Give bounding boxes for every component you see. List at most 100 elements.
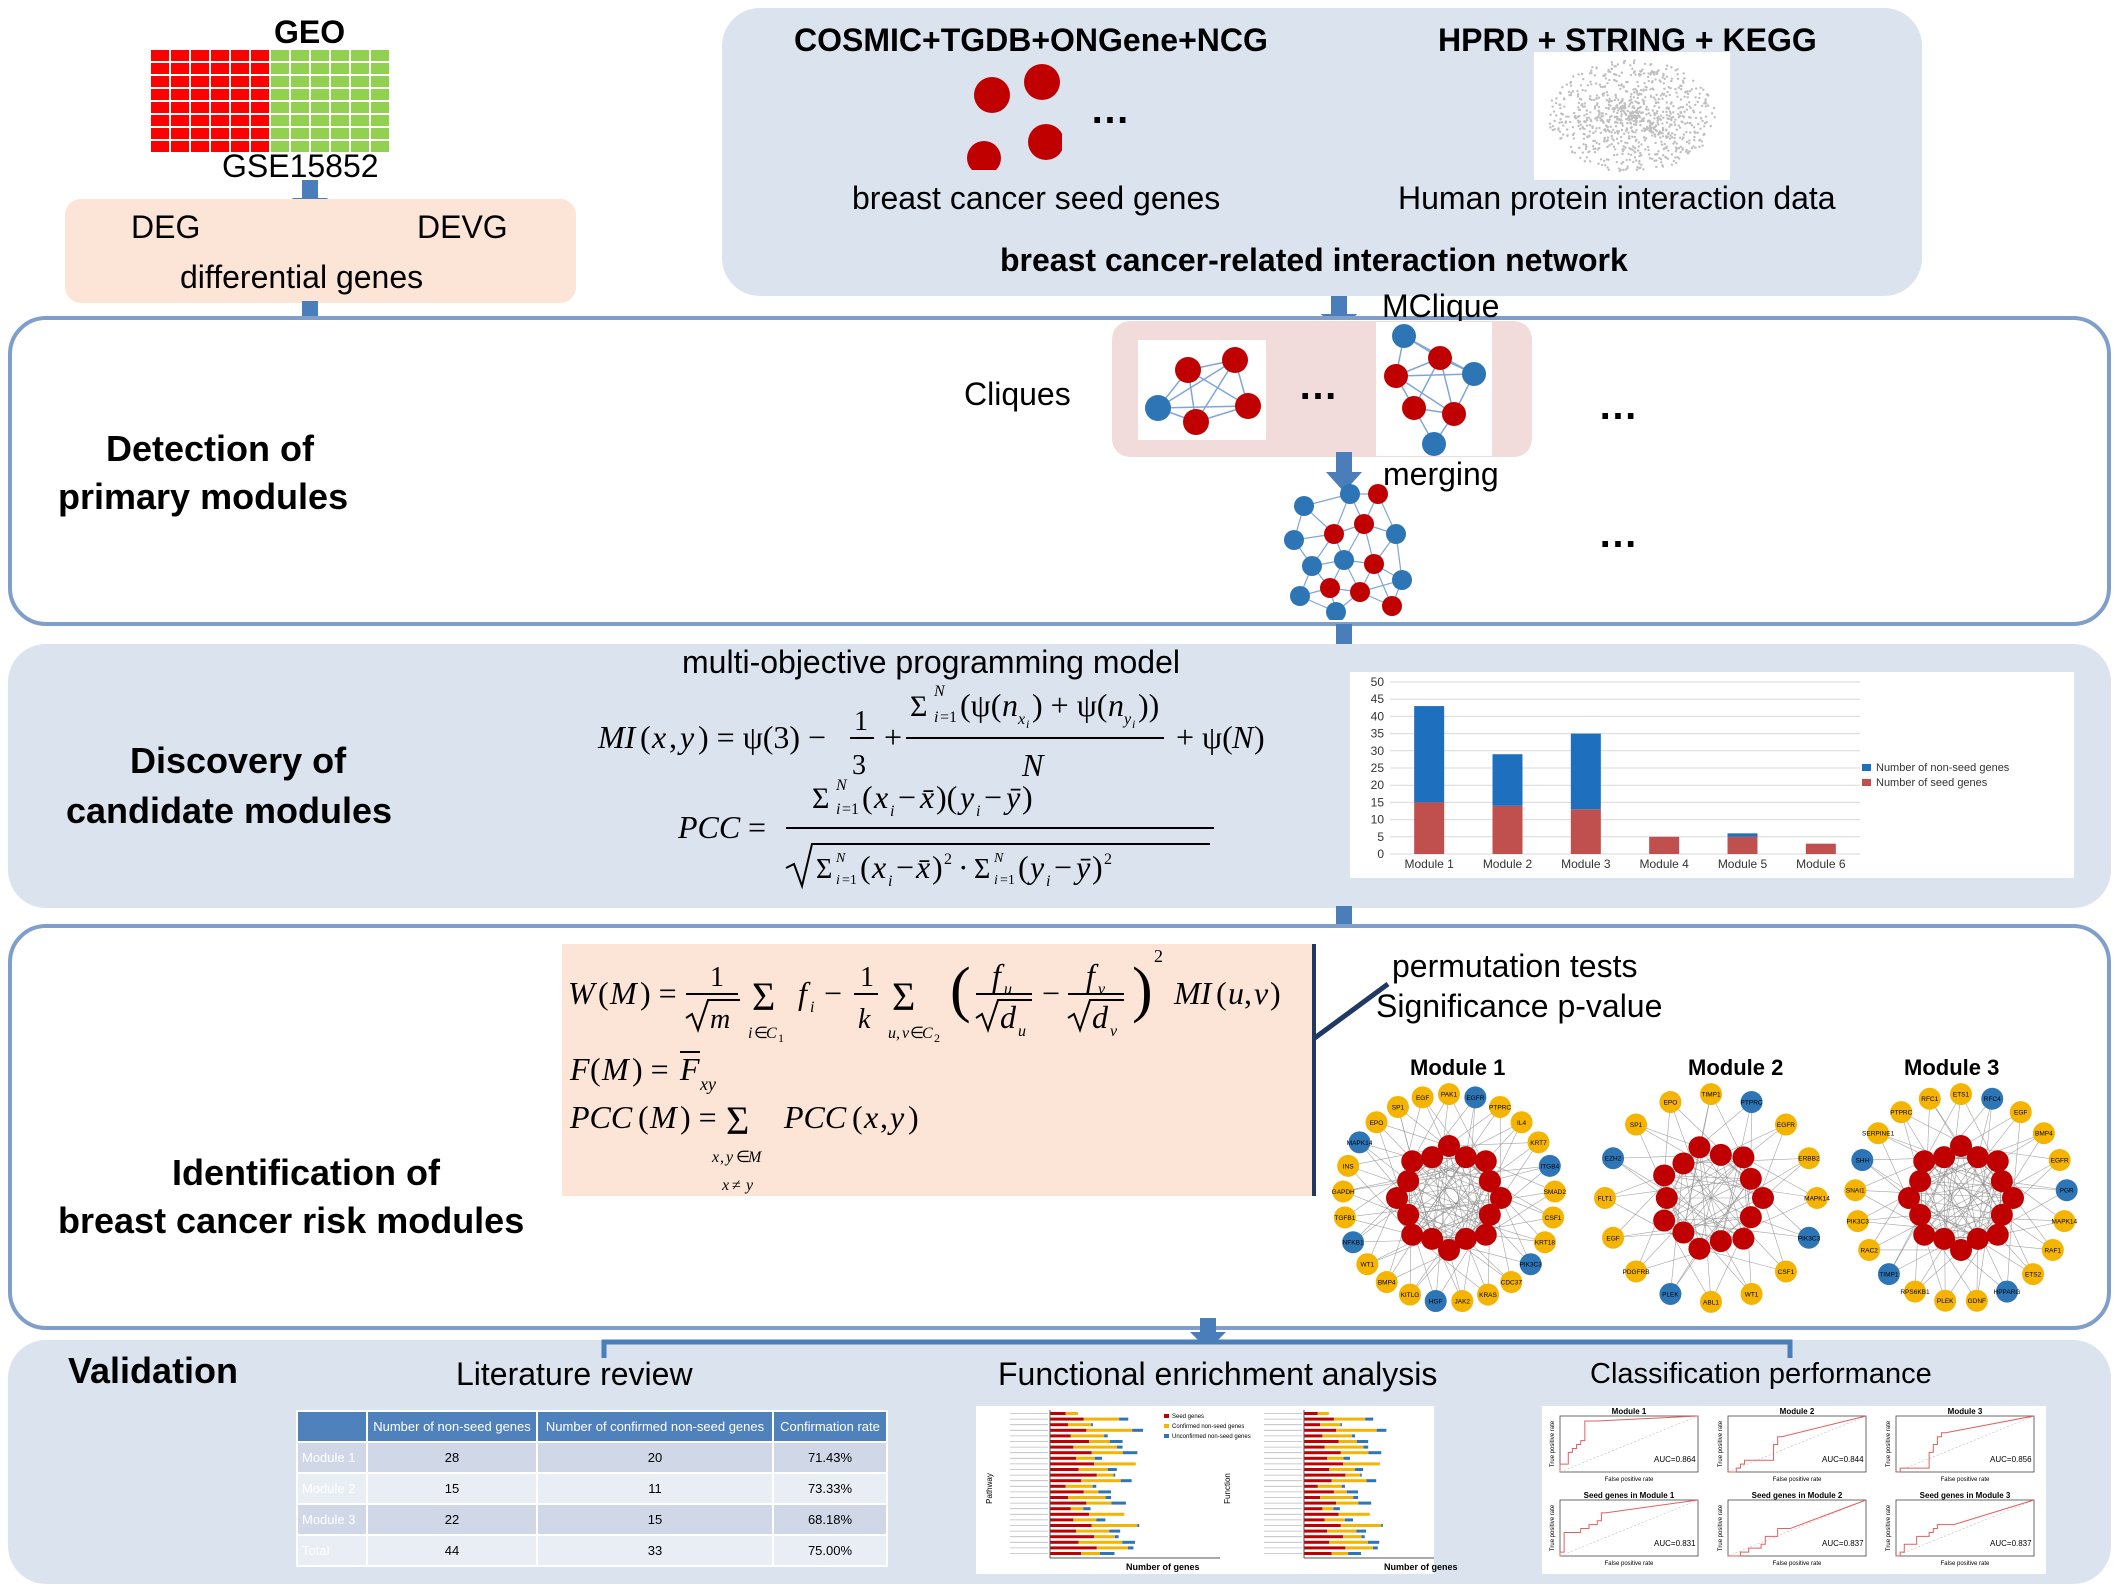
- gene-label: WT1: [1745, 1291, 1759, 1298]
- enrich-bar: [1107, 1468, 1117, 1471]
- svg-text:ȳ: ȳ: [1003, 779, 1021, 815]
- seed-gene-node: [1655, 1187, 1678, 1209]
- seed-gene-node: [1653, 1164, 1676, 1187]
- roc-title: Module 2: [1780, 1407, 1815, 1416]
- gene-label: SNAI1: [1846, 1188, 1865, 1195]
- svg-text:N: N: [933, 683, 946, 700]
- network-node: [1340, 484, 1360, 504]
- svg-text:,: ,: [669, 719, 677, 755]
- svg-text:(: (: [860, 849, 871, 885]
- validation-bracket: [601, 1339, 1793, 1358]
- svg-text:i: i: [976, 803, 980, 820]
- svg-text:i: i: [748, 1025, 752, 1042]
- seed-gene-node: [1933, 1227, 1956, 1250]
- roc-y-label: True positive rate: [1550, 1420, 1556, 1467]
- gene-node: [1981, 1087, 2004, 1110]
- enrich-bar: [1050, 1412, 1066, 1415]
- roc-frame: [1559, 1499, 1699, 1557]
- enrich-bar: [1304, 1490, 1334, 1494]
- heatmap-cell: [291, 89, 309, 100]
- auc-label: AUC=0.844: [1822, 1455, 1864, 1464]
- enrich-bar: [1322, 1434, 1352, 1438]
- heatmap-cell: [351, 50, 369, 61]
- enrich-bar: [1050, 1468, 1079, 1471]
- x-tick-label: Module 3: [1561, 857, 1611, 871]
- seed-gene-node: [1401, 1150, 1424, 1173]
- gene-label: RAC2: [1861, 1247, 1879, 1254]
- roc-y-label: True positive rate: [1718, 1504, 1724, 1551]
- svg-text:1: 1: [854, 706, 868, 737]
- heatmap-cell: [331, 128, 349, 139]
- heatmap-cell: [291, 115, 309, 126]
- enrich-bar: [1340, 1451, 1369, 1455]
- svg-text:(: (: [862, 779, 873, 815]
- svg-text:∈: ∈: [754, 1025, 768, 1042]
- svg-text:i: i: [994, 873, 998, 888]
- enrich-bar: [1050, 1529, 1076, 1533]
- heatmap-cell: [151, 115, 169, 126]
- svg-text:): ): [1270, 975, 1281, 1011]
- gene-node: [1519, 1253, 1542, 1276]
- gene-label: PDGFRB: [1622, 1269, 1649, 1276]
- enrich-bar: [1073, 1518, 1097, 1522]
- heatmap-cell: [191, 50, 209, 61]
- gene-label: PLEK: [1937, 1298, 1954, 1305]
- svg-text:x̄: x̄: [915, 849, 930, 885]
- heatmap-cell: [151, 89, 169, 100]
- network-node: [1290, 586, 1310, 606]
- svg-text:C: C: [922, 1025, 933, 1042]
- gene-node: [1659, 1091, 1682, 1114]
- enrich-bar: [1304, 1507, 1323, 1511]
- roc-y-label: True positive rate: [1718, 1420, 1724, 1467]
- network-node: [1354, 514, 1374, 534]
- gene-label: KRAS: [1479, 1292, 1497, 1299]
- identification-title-line1: Identification of: [172, 1152, 440, 1193]
- enrich-bar: [1304, 1540, 1330, 1544]
- down-arrow-icon: [1321, 296, 1357, 334]
- heatmap-cell: [231, 102, 249, 113]
- svg-text:1: 1: [860, 962, 874, 993]
- y-tick-label: 0: [1377, 847, 1384, 861]
- enrich-bar: [1336, 1501, 1359, 1505]
- enrich-bar: [1304, 1496, 1321, 1499]
- roc-frame: [1559, 1415, 1699, 1473]
- enrich-bar: [1109, 1440, 1123, 1443]
- enrich-bar: [1333, 1507, 1340, 1511]
- svg-text:u: u: [1004, 981, 1012, 998]
- gene-label: RFC1: [1921, 1096, 1938, 1103]
- heatmap-cell: [311, 102, 329, 113]
- heatmap-cell: [231, 128, 249, 139]
- heatmap-cell: [211, 89, 229, 100]
- gene-node: [1538, 1154, 1561, 1177]
- y-tick-label: 10: [1371, 813, 1385, 827]
- gene-label: TIMP1: [1879, 1272, 1899, 1279]
- x-tick-label: Module 1: [1404, 857, 1454, 871]
- enrich-bar: [1089, 1512, 1125, 1516]
- gene-label: RPS6KB1: [1900, 1289, 1930, 1296]
- table-cell: 28: [366, 1441, 538, 1474]
- gene-label: SHH: [1855, 1158, 1869, 1165]
- svg-text:M: M: [747, 1149, 763, 1166]
- network-node: [1334, 550, 1354, 570]
- gene-node: [1337, 1154, 1360, 1177]
- enrich-bar: [1086, 1428, 1133, 1432]
- gene-node: [1398, 1283, 1421, 1306]
- detection-title-line2: primary modules: [58, 476, 349, 517]
- svg-text:u: u: [888, 1025, 896, 1042]
- enrich-bar: [1094, 1535, 1115, 1539]
- svg-text:u: u: [1228, 975, 1244, 1011]
- genes-axis-label-right: Number of genes: [1384, 1562, 1458, 1572]
- enrich-bar: [1324, 1518, 1345, 1522]
- enrich-bar: [1340, 1423, 1342, 1427]
- svg-text:Σ: Σ: [974, 854, 990, 885]
- enrich-bar: [1050, 1479, 1082, 1483]
- gene-node: [1500, 1271, 1523, 1294]
- svg-text:∈: ∈: [910, 1025, 924, 1042]
- legend-swatch: [1862, 779, 1871, 786]
- svg-text:−: −: [1054, 849, 1072, 885]
- svg-text:v: v: [1098, 981, 1106, 998]
- enrich-bar: [1331, 1552, 1349, 1555]
- svg-text:v: v: [902, 1025, 910, 1042]
- module-2-title: Module 2: [1688, 1055, 1784, 1080]
- gene-label: CDC37: [1501, 1280, 1523, 1287]
